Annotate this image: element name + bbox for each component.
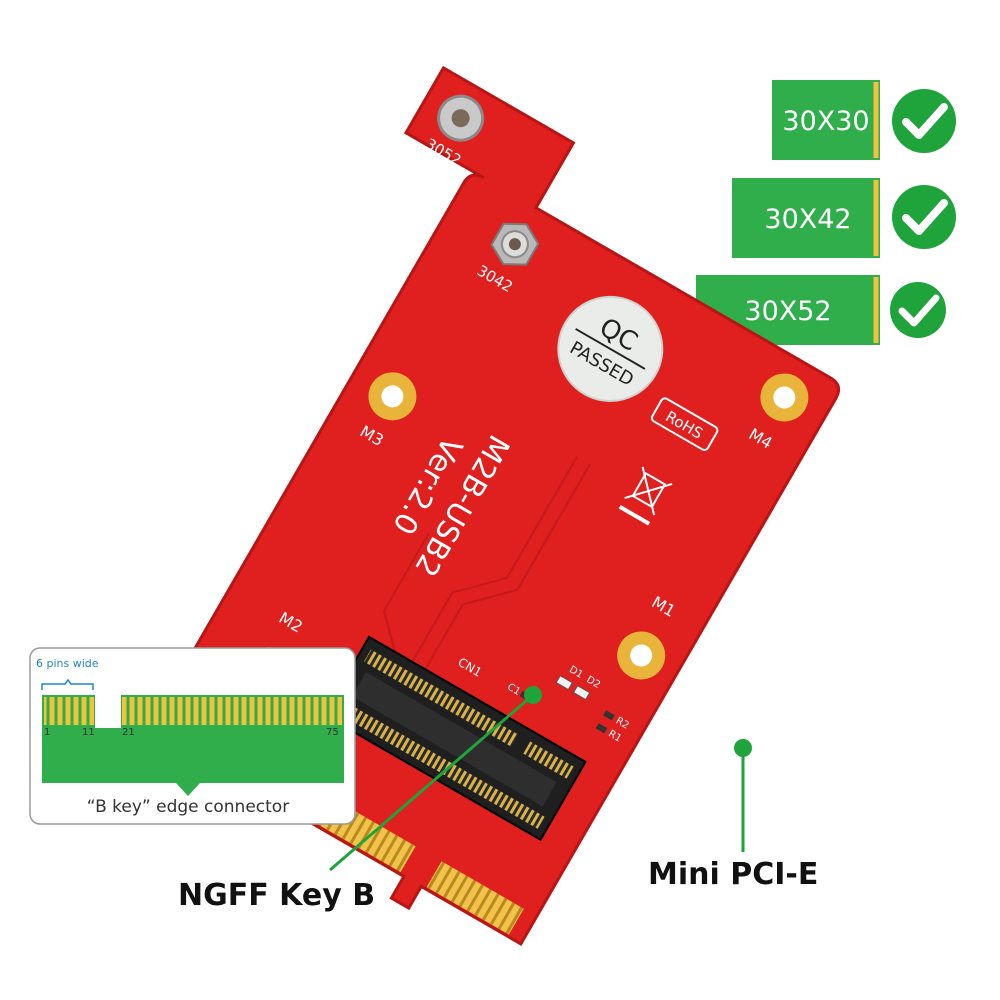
weee-bin-icon	[618, 466, 673, 526]
led-d1	[555, 674, 574, 691]
check-icon	[890, 282, 946, 338]
check-icon	[892, 89, 956, 153]
svg-text:75: 75	[326, 727, 339, 738]
mounting-hole-m4	[760, 373, 809, 422]
b-key-inset: 6 pins wide 1 11 21 75 “B key” edge conn…	[29, 647, 356, 825]
inset-title: 6 pins wide	[36, 657, 99, 670]
ngff-key-b-label: NGFF Key B	[178, 878, 376, 913]
svg-text:21: 21	[122, 727, 135, 738]
standoff-3052	[437, 94, 485, 142]
mounting-hole-m1	[617, 631, 666, 680]
size-label-30x42: 30X42	[764, 204, 851, 235]
size-card-30x30: 30X30	[772, 80, 956, 160]
size-card-30x42: 30X42	[732, 178, 956, 258]
key-notch	[95, 692, 121, 728]
check-icon	[892, 185, 956, 249]
resistor-r1	[595, 723, 608, 734]
bracket-icon	[41, 678, 94, 690]
inset-caption: “B key” edge connector	[87, 797, 289, 817]
qc-passed-sticker: QC PASSED	[557, 295, 664, 402]
size-card-30x52: 30X52	[696, 275, 946, 345]
size-label-30x52: 30X52	[744, 296, 831, 327]
svg-text:1: 1	[44, 727, 50, 738]
callout-line-ngff	[329, 686, 542, 872]
ngff-key-b-connector	[322, 635, 587, 842]
resistor-r2	[603, 710, 615, 721]
callout-line-minipcie	[734, 739, 752, 852]
mounting-hole-m3	[368, 372, 417, 421]
mini-pcie-label: Mini PCI-E	[648, 857, 819, 892]
standoff-3042	[490, 222, 540, 266]
svg-text:11: 11	[82, 727, 95, 738]
size-label-30x30: 30X30	[782, 106, 869, 137]
led-d2	[572, 684, 591, 701]
